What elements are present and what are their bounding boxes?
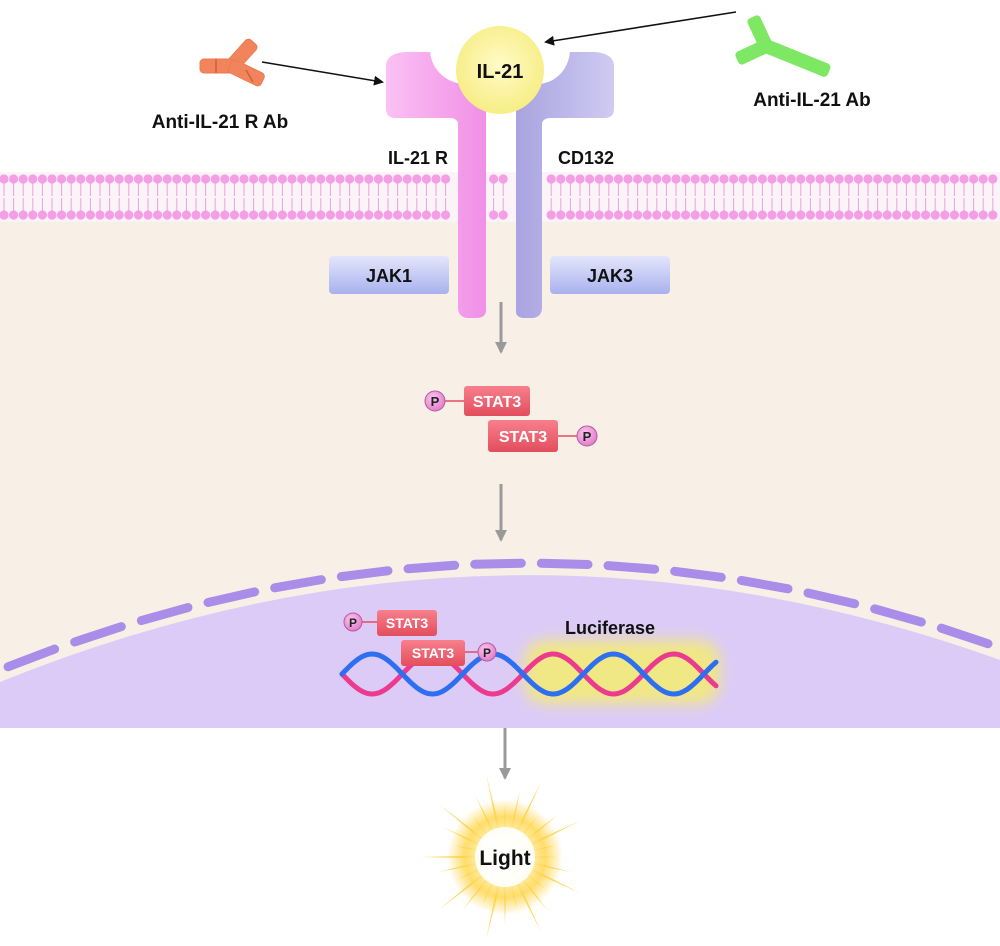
dna-strand xyxy=(339,651,719,697)
phosphate-label: P xyxy=(583,429,592,444)
anti-il21-antibody-icon xyxy=(735,15,831,77)
stat3-dimer-cytoplasm: P STAT3 STAT3 P xyxy=(424,386,598,452)
stat3-label: STAT3 xyxy=(499,429,547,446)
jak3-label: JAK3 xyxy=(587,266,633,286)
anti-il21r-ab-label: Anti-IL-21 R Ab xyxy=(152,112,289,133)
anti-il21-arrow xyxy=(544,11,737,46)
stat3-label: STAT3 xyxy=(386,615,428,631)
nuclear-envelope xyxy=(3,558,993,672)
anti-il21r-antibody-icon xyxy=(199,38,265,87)
phosphate-icon xyxy=(343,612,363,632)
light-burst-icon xyxy=(421,775,581,939)
luciferase-label: Luciferase xyxy=(565,618,655,638)
il21r-receptor xyxy=(386,52,486,318)
stat3-label: STAT3 xyxy=(473,394,521,411)
stat3-label: STAT3 xyxy=(412,645,454,661)
nucleus xyxy=(0,575,1000,728)
cd132-label: CD132 xyxy=(558,148,614,168)
phosphate-label: P xyxy=(483,646,491,660)
stat3-box xyxy=(488,420,558,452)
phosphate-label: P xyxy=(349,616,357,630)
stat3-box xyxy=(377,610,437,636)
dna-strand xyxy=(339,651,719,697)
stat3-box xyxy=(464,386,530,416)
phosphate-icon xyxy=(477,642,497,662)
jak1-box xyxy=(329,256,449,294)
phosphate-icon xyxy=(576,425,598,447)
phosphate-label: P xyxy=(431,394,440,409)
cell-membrane xyxy=(0,172,1000,222)
anti-il21r-arrow xyxy=(261,61,384,86)
phosphate-icon xyxy=(424,390,446,412)
anti-il21-ab-label: Anti-IL-21 Ab xyxy=(753,90,871,111)
il21-label: IL-21 xyxy=(477,61,524,83)
light-label: Light xyxy=(479,847,530,870)
jak3-box xyxy=(550,256,670,294)
stat3-dimer-nucleus: P STAT3 STAT3 P xyxy=(343,610,497,666)
il21r-label: IL-21 R xyxy=(388,148,448,168)
dna-helix xyxy=(339,651,719,697)
il21-ligand xyxy=(456,26,544,114)
jak1-label: JAK1 xyxy=(366,266,412,286)
cd132-receptor xyxy=(516,52,614,318)
stat3-box xyxy=(401,640,465,666)
